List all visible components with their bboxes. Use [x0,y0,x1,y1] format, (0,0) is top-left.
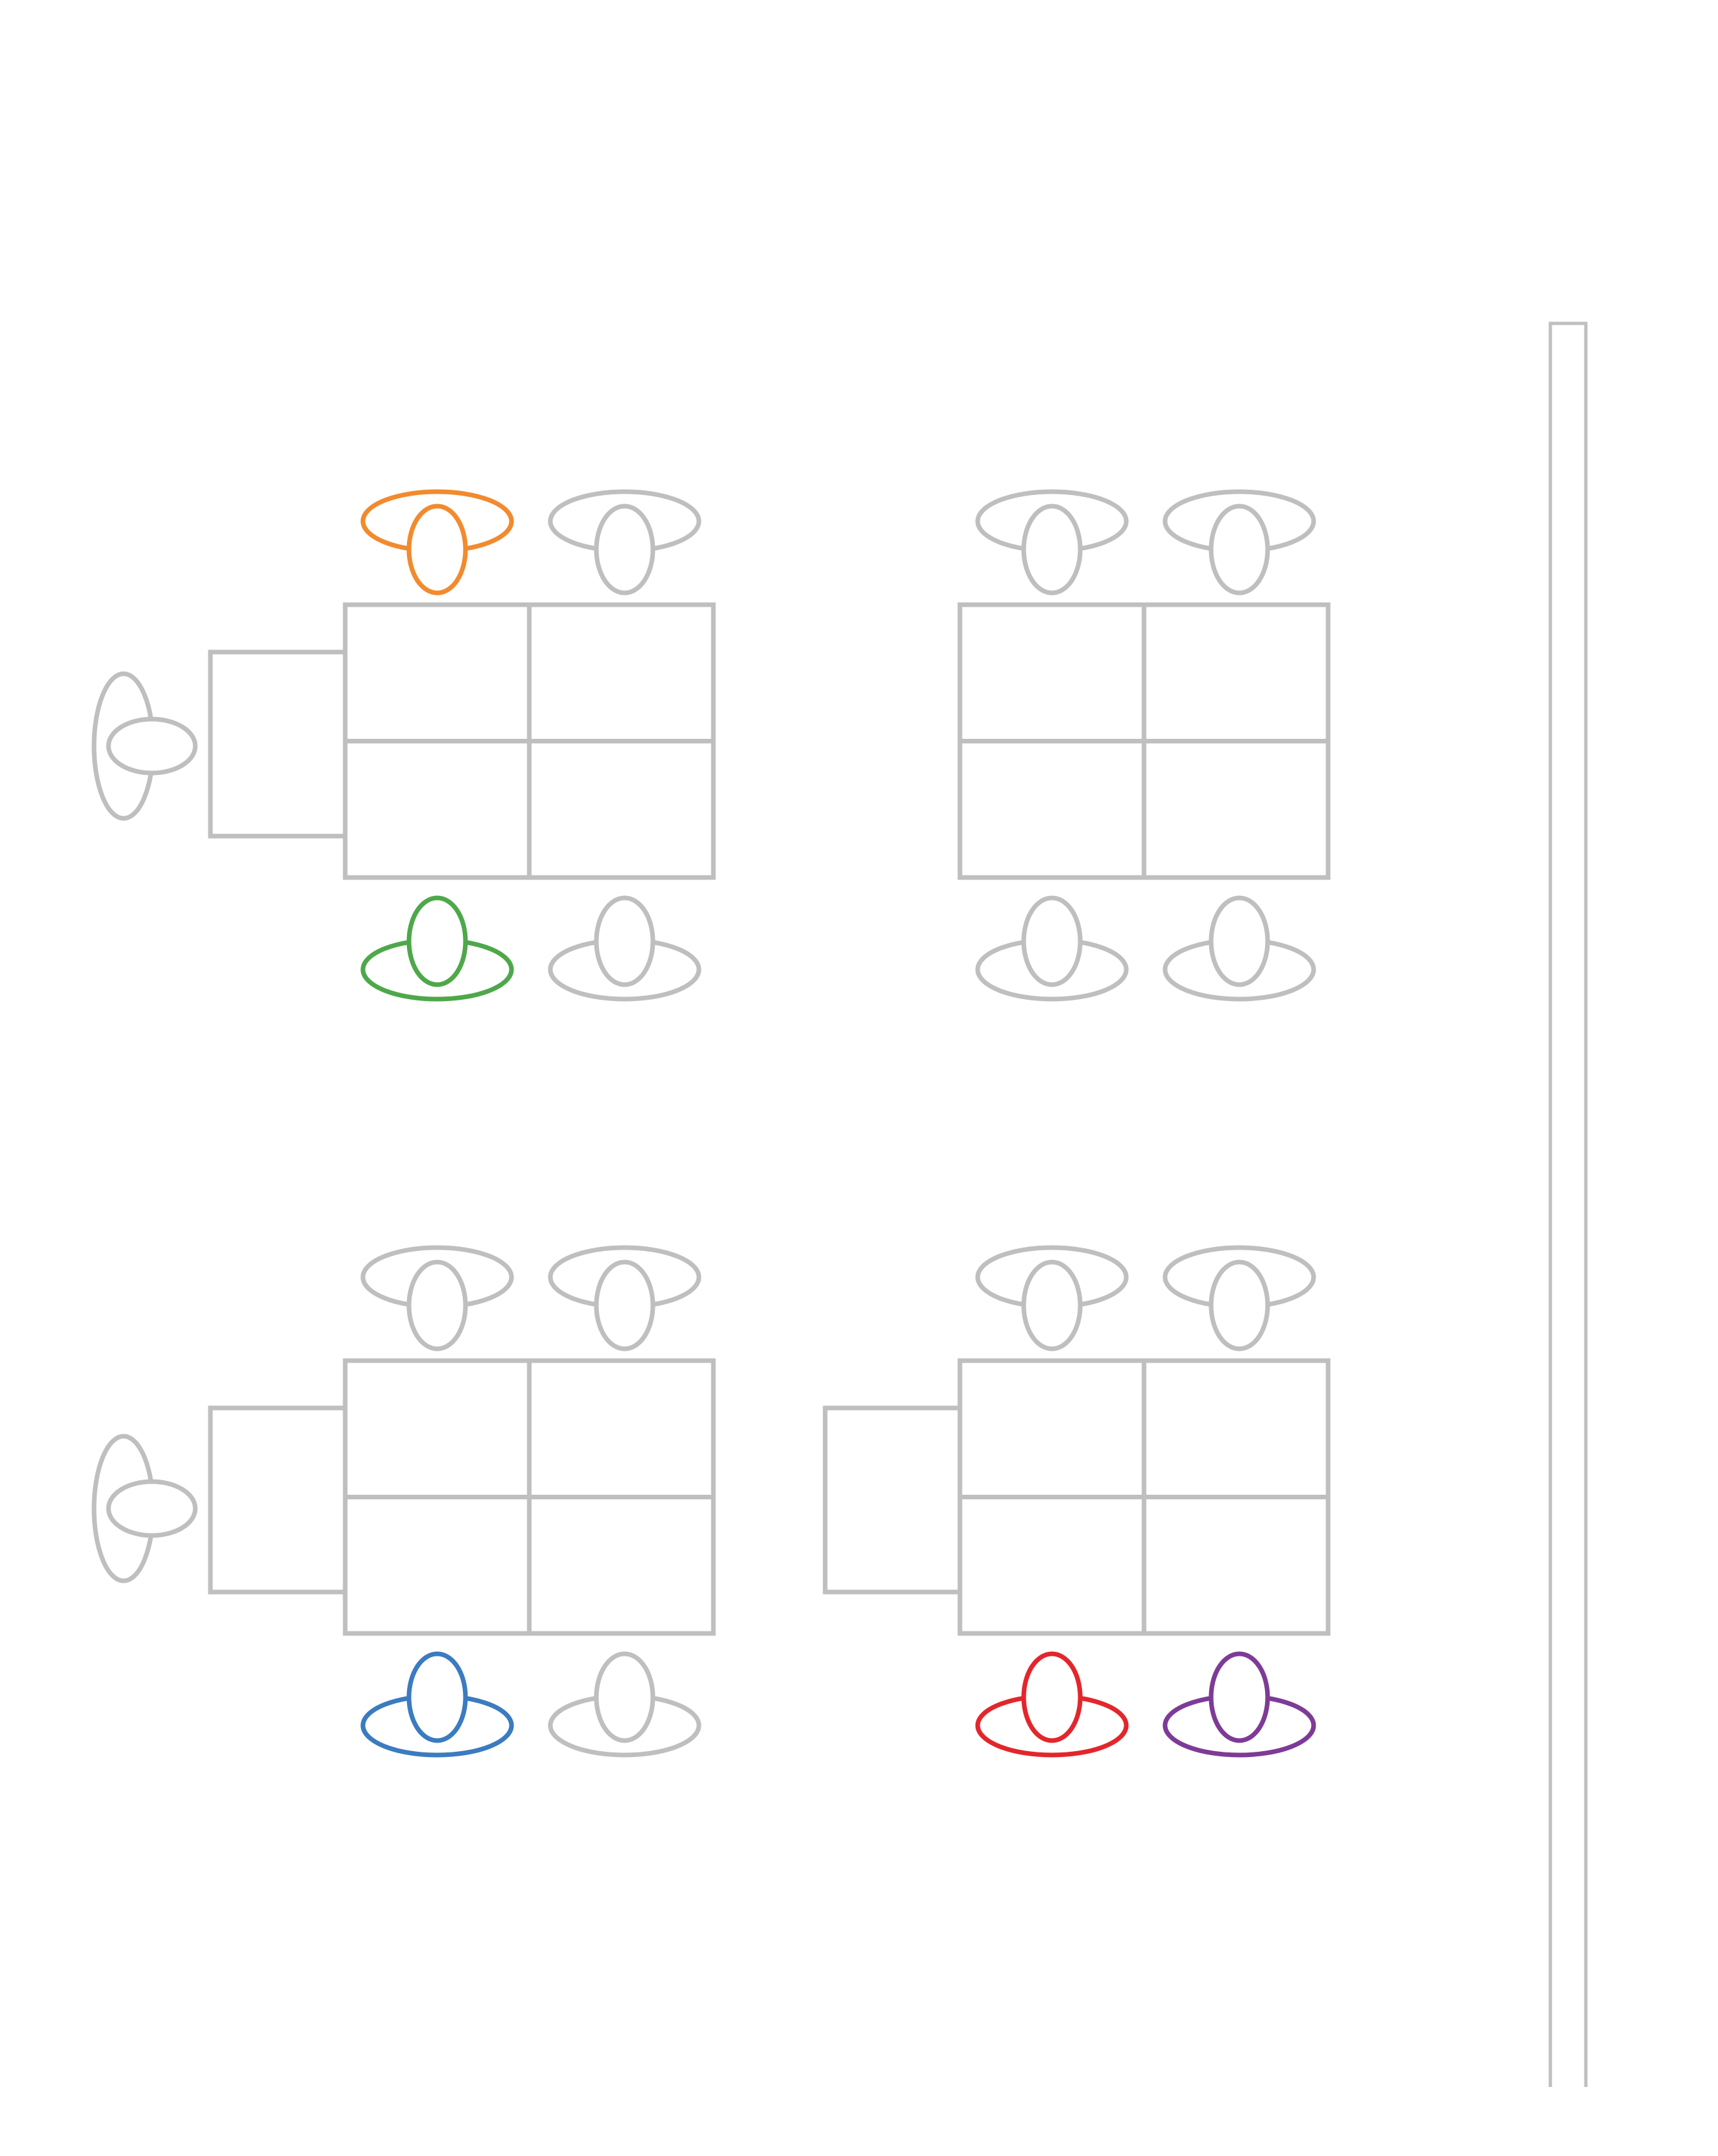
head-shape [594,895,656,987]
head-shape [106,716,198,776]
side-desk [208,1405,348,1595]
seated-person-icon [91,1434,198,1583]
seated-person-icon [548,1651,702,1758]
seated-person-icon [548,1245,702,1351]
head-shape [406,895,468,987]
seated-person-icon [360,1651,514,1758]
wall-outline [1548,321,1588,2087]
seated-person-icon [1162,1651,1316,1758]
tables-layer [208,602,1331,1636]
head-shape [1021,895,1083,987]
bottom-right-table-group [823,1358,1331,1636]
head-shape [406,1651,468,1743]
seated-person-icon [1162,1245,1316,1351]
head-shape [406,504,468,596]
head-shape [594,1651,656,1743]
seated-person-icon [360,1245,514,1351]
top-left-table-group [208,602,716,880]
side-desk [208,649,348,839]
seated-person-icon [1162,489,1316,596]
head-shape [594,1259,656,1351]
seated-person-icon [360,489,514,596]
head-shape [106,1479,198,1538]
seated-person-icon [975,895,1129,1002]
seated-person-icon [975,489,1129,596]
top-right-table-group [957,602,1331,880]
seated-person-icon [975,1245,1129,1351]
head-shape [1208,1651,1270,1743]
seated-person-icon [975,1651,1129,1758]
head-shape [594,504,656,596]
seated-person-icon [360,895,514,1002]
side-desk [823,1405,963,1595]
head-shape [406,1259,468,1351]
seated-person-icon [548,895,702,1002]
seated-person-icon [91,671,198,821]
seats-layer [91,489,1316,1758]
head-shape [1021,504,1083,596]
seated-person-icon [1162,895,1316,1002]
head-shape [1208,504,1270,596]
head-shape [1021,1259,1083,1351]
head-shape [1208,895,1270,987]
head-shape [1021,1651,1083,1743]
bottom-left-table-group [208,1358,716,1636]
seated-person-icon [548,489,702,596]
head-shape [1208,1259,1270,1351]
wall-icon [1548,321,1588,2087]
